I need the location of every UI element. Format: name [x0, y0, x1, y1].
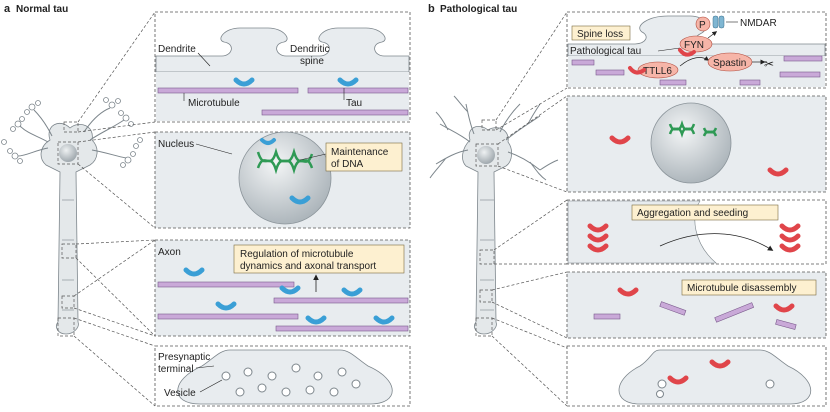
annotation-maintenance	[325, 142, 403, 172]
label-pathological-tau: Pathological tau	[570, 46, 641, 57]
microtubule	[273, 297, 409, 304]
microtubule	[739, 79, 761, 86]
nmdar-icon	[712, 15, 725, 29]
box-b-nucleus	[566, 95, 827, 193]
vesicles	[656, 379, 775, 398]
label-p: P	[699, 20, 706, 31]
panel-b-title: Pathological tau	[440, 4, 517, 15]
tau-aggregate	[587, 223, 609, 253]
microtubule	[261, 109, 409, 116]
tau-protein	[341, 287, 363, 297]
tau-protein	[279, 285, 301, 295]
label-spastin: Spastin	[713, 58, 746, 69]
tau-protein	[233, 77, 255, 87]
box-b-aggregation: Aggregation and seeding	[566, 199, 827, 265]
box-a-nucleus: Nucleus Maintenance of DNA	[154, 131, 411, 229]
label-axon: Axon	[158, 247, 181, 258]
box-b-disassembly: Microtubule disassembly	[566, 271, 827, 339]
pathological-tau-protein	[609, 135, 631, 145]
panel-a-title: Normal tau	[16, 4, 68, 15]
nucleus	[650, 102, 732, 184]
dna-icon	[256, 147, 314, 175]
microtubule	[779, 71, 821, 78]
label-maintenance-2: of DNA	[331, 159, 364, 170]
microtubule	[595, 69, 625, 76]
panel-a: a Normal tau	[1, 3, 411, 407]
label-maintenance-1: Maintenance	[331, 147, 389, 158]
pathological-tau-protein	[767, 167, 789, 177]
label-dendrite: Dendrite	[158, 44, 196, 55]
annotation-aggregation	[631, 204, 779, 221]
pathological-tau-protein	[628, 66, 646, 75]
dna-icon	[668, 120, 718, 138]
microtubule	[571, 59, 595, 66]
annotation-regulation	[233, 244, 405, 274]
label-dendritic-spine-1: Dendritic	[290, 44, 329, 55]
label-presynaptic-2: terminal	[158, 364, 194, 375]
label-ttll6: TTLL6	[643, 66, 672, 77]
label-regulation-1: Regulation of microtubule	[240, 249, 354, 260]
box-b-presynaptic	[566, 345, 827, 407]
microtubule	[714, 302, 755, 323]
neuron-a-nucleus	[59, 144, 77, 162]
pathological-tau-protein	[667, 375, 689, 385]
microtubule	[659, 79, 687, 86]
panel-b: b Pathological tau	[428, 3, 827, 407]
label-dendritic-spine-2: spine	[300, 56, 324, 67]
tau-protein	[260, 138, 276, 145]
label-spine-loss: Spine loss	[577, 29, 623, 40]
pathological-tau-protein	[617, 287, 639, 297]
pathological-tau-protein	[773, 303, 795, 313]
microtubule	[659, 301, 687, 316]
label-disassembly: Microtubule disassembly	[687, 283, 797, 294]
microtubule	[307, 87, 409, 94]
box-a-presynaptic: Presynaptic terminal Vesicle	[154, 345, 411, 407]
box-a-axon: Axon Regulation of microtubule dynamics …	[154, 239, 411, 337]
label-fyn: FYN	[684, 40, 704, 51]
scissors-icon: ✂	[764, 57, 774, 71]
microtubule	[593, 313, 621, 320]
microtubule	[775, 319, 797, 330]
ttll6-enzyme	[637, 61, 679, 79]
panel-a-letter: a	[4, 3, 11, 15]
presynaptic-terminal	[618, 349, 812, 405]
label-nmdar: NMDAR	[740, 18, 777, 29]
label-nucleus: Nucleus	[158, 139, 194, 150]
tau-protein	[373, 315, 395, 325]
tau-protein	[305, 315, 327, 325]
vesicles	[221, 363, 361, 397]
pathological-tau-protein	[678, 48, 696, 57]
label-tau: Tau	[346, 98, 362, 109]
microtubule	[157, 281, 295, 288]
neuron-b-nucleus	[477, 146, 495, 164]
microtubule	[157, 87, 299, 94]
pathological-tau-protein	[709, 359, 731, 369]
label-presynaptic-1: Presynaptic	[158, 352, 210, 363]
microtubule	[783, 55, 823, 62]
tau-protein	[337, 77, 359, 87]
label-vesicle: Vesicle	[164, 388, 196, 399]
nucleus	[238, 131, 332, 225]
label-aggregation: Aggregation and seeding	[637, 208, 748, 219]
annotation-disassembly	[681, 279, 817, 296]
tau-protein	[183, 267, 205, 277]
tau-protein	[215, 301, 237, 311]
tau-protein	[289, 195, 311, 205]
presynaptic-terminal	[177, 349, 393, 405]
annotation-spine-loss	[571, 25, 631, 41]
neuron-b	[429, 11, 568, 407]
panel-b-letter: b	[428, 3, 435, 15]
label-regulation-2: dynamics and axonal transport	[240, 261, 376, 272]
box-a-dendrite: Dendrite Dendritic spine Microtubule Tau	[154, 11, 411, 123]
neuron-a	[1, 11, 156, 407]
microtubule	[275, 325, 409, 332]
tau-aggregate	[779, 223, 801, 253]
label-microtubule: Microtubule	[188, 98, 240, 109]
phosphate-icon	[695, 16, 711, 32]
box-b-spine: Spine loss Pathological tau P NMDAR FYN …	[566, 11, 827, 89]
microtubule	[157, 313, 299, 320]
